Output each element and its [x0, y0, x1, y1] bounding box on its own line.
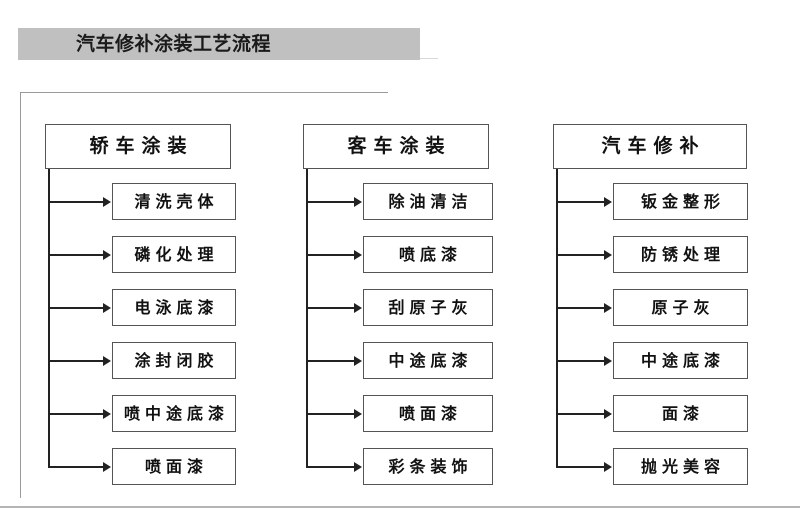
connector-line — [306, 254, 354, 256]
connector-line — [556, 201, 604, 203]
connector-line — [48, 307, 103, 309]
arrow-icon — [354, 409, 362, 419]
trunk-line-auto-refinish — [556, 169, 558, 467]
arrow-icon — [354, 250, 362, 260]
arrow-icon — [103, 250, 111, 260]
arrow-icon — [354, 356, 362, 366]
connector-line — [48, 466, 103, 468]
frame-left-border — [20, 92, 21, 498]
process-step-box[interactable]: 刮原子灰 — [363, 289, 493, 326]
column-header-auto-refinish[interactable]: 汽车修补 — [553, 124, 747, 169]
arrow-icon — [103, 303, 111, 313]
arrow-icon — [604, 409, 612, 419]
arrow-icon — [604, 250, 612, 260]
process-step-box[interactable]: 抛光美容 — [613, 448, 748, 485]
connector-line — [556, 466, 604, 468]
process-step-box[interactable]: 清洗壳体 — [112, 183, 236, 220]
trunk-line-bus-coating — [306, 169, 308, 467]
arrow-icon — [604, 462, 612, 472]
process-step-box[interactable]: 电泳底漆 — [112, 289, 236, 326]
process-step-box[interactable]: 彩条装饰 — [363, 448, 493, 485]
column-header-bus-coating[interactable]: 客车涂装 — [303, 124, 489, 169]
arrow-icon — [103, 462, 111, 472]
connector-line — [306, 307, 354, 309]
arrow-icon — [604, 197, 612, 207]
connector-line — [306, 360, 354, 362]
process-step-box[interactable]: 喷面漆 — [363, 395, 493, 432]
frame-top-border — [20, 92, 388, 93]
process-step-box[interactable]: 原子灰 — [613, 289, 748, 326]
connector-line — [556, 413, 604, 415]
connector-line — [48, 201, 103, 203]
process-step-box[interactable]: 涂封闭胶 — [112, 342, 236, 379]
title-banner — [18, 28, 420, 60]
arrow-icon — [103, 197, 111, 207]
connector-line — [556, 307, 604, 309]
arrow-icon — [103, 409, 111, 419]
connector-line — [306, 466, 354, 468]
arrow-icon — [354, 303, 362, 313]
connector-line — [556, 360, 604, 362]
footer-divider — [0, 506, 800, 508]
process-step-box[interactable]: 喷中途底漆 — [112, 395, 236, 432]
connector-line — [306, 201, 354, 203]
process-step-box[interactable]: 除油清洁 — [363, 183, 493, 220]
connector-line — [48, 413, 103, 415]
trunk-line-sedan-coating — [48, 169, 50, 467]
arrow-icon — [354, 462, 362, 472]
process-step-box[interactable]: 中途底漆 — [363, 342, 493, 379]
arrow-icon — [103, 356, 111, 366]
connector-line — [48, 360, 103, 362]
arrow-icon — [354, 197, 362, 207]
process-step-box[interactable]: 防锈处理 — [613, 236, 748, 273]
connector-line — [306, 413, 354, 415]
title-underline — [420, 58, 438, 59]
process-step-box[interactable]: 喷底漆 — [363, 236, 493, 273]
page-title: 汽车修补涂装工艺流程 — [76, 33, 272, 55]
connector-line — [48, 254, 103, 256]
arrow-icon — [604, 356, 612, 366]
process-step-box[interactable]: 磷化处理 — [112, 236, 236, 273]
connector-line — [556, 254, 604, 256]
process-step-box[interactable]: 中途底漆 — [613, 342, 748, 379]
process-step-box[interactable]: 喷面漆 — [112, 448, 236, 485]
process-step-box[interactable]: 面漆 — [613, 395, 748, 432]
process-step-box[interactable]: 钣金整形 — [613, 183, 748, 220]
column-header-sedan-coating[interactable]: 轿车涂装 — [45, 124, 231, 169]
arrow-icon — [604, 303, 612, 313]
